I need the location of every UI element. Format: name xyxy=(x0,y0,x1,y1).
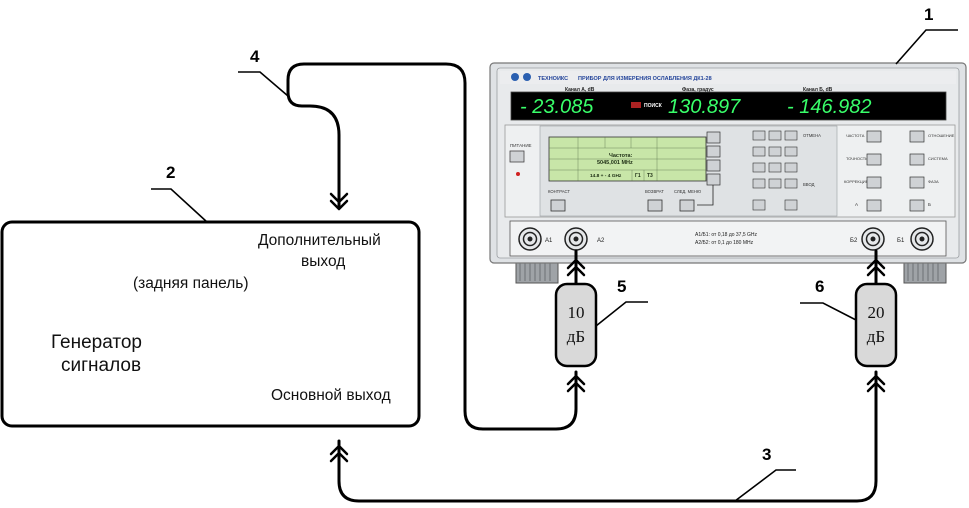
return-button[interactable] xyxy=(647,199,663,212)
freq-key-label: ЧАСТОТА xyxy=(846,133,865,138)
attenuator-20db-unit: дБ xyxy=(866,327,886,346)
b-key-label: Б xyxy=(928,202,931,207)
return-label: ВОЗВРАТ xyxy=(645,189,664,194)
power-label: ПИТАНИЕ xyxy=(510,143,532,148)
aux-output-label-line2: выход xyxy=(301,253,346,270)
power-led xyxy=(516,172,520,176)
phase-label: Фаза, градус xyxy=(682,87,714,93)
leader-2 xyxy=(151,188,208,223)
soft-key[interactable] xyxy=(706,159,721,172)
system-key[interactable] xyxy=(909,153,925,166)
port-a1-label: А1 xyxy=(545,238,553,244)
soft-key[interactable] xyxy=(706,131,721,144)
port-a2-label: А2 xyxy=(597,238,605,244)
ratio-key-label: ОТНОШЕНИЕ xyxy=(928,133,955,138)
port-b2-label: Б2 xyxy=(850,238,858,244)
lcd-frequency-title: Частота: xyxy=(609,153,633,159)
callout-2: 2 xyxy=(166,163,176,182)
keypad xyxy=(752,130,798,211)
generator-title-line2: сигналов xyxy=(61,355,142,376)
accuracy-key-label: ТОЧНОСТЬ xyxy=(846,156,868,161)
attenuator-10db-value: 10 xyxy=(567,303,585,322)
callout-5: 5 xyxy=(617,277,627,296)
leader-1 xyxy=(895,29,958,65)
soft-key[interactable] xyxy=(706,145,721,158)
callout-4: 4 xyxy=(250,47,260,66)
correction-key-label: КОРРЕКЦИЯ xyxy=(844,179,869,184)
lcd-t3: Т3 xyxy=(647,173,653,179)
next-menu-button[interactable] xyxy=(679,199,695,212)
brand-name: ТЕХНОИКС xyxy=(538,76,568,82)
lcd-t1: Г1 xyxy=(635,173,641,179)
aux-output-label-line1: Дополнительный xyxy=(258,232,381,249)
leader-4 xyxy=(238,71,289,97)
next-menu-label: СЛЕД. МЕНЮ xyxy=(674,189,702,194)
attenuator-10db-unit: дБ xyxy=(566,327,586,346)
power-button[interactable] xyxy=(509,150,525,163)
port-a1 xyxy=(518,227,542,251)
correction-key[interactable] xyxy=(866,176,882,189)
reading-channel-b: - 146.982 xyxy=(787,96,872,118)
arrow-into-aux-output xyxy=(329,192,349,204)
ratio-key[interactable] xyxy=(909,130,925,143)
frequency-key[interactable] xyxy=(866,130,882,143)
range-line-2: А2/Б2: от 0,1 до 180 MHz xyxy=(695,240,754,246)
arrow-port-b2-input xyxy=(866,258,886,270)
reading-channel-a: - 23.085 xyxy=(520,96,594,118)
callout-3: 3 xyxy=(762,445,772,464)
search-indicator: ПОИСК xyxy=(644,103,663,109)
range-line-1: А1/Б1: от 0,18 до 37,5 GHz xyxy=(695,232,758,238)
callout-6: 6 xyxy=(815,277,825,296)
leader-5 xyxy=(595,301,648,327)
attenuator-20db xyxy=(854,282,898,368)
contrast-label: КОНТРАСТ xyxy=(548,189,570,194)
contrast-button[interactable] xyxy=(550,199,566,212)
signal-generator-box xyxy=(0,220,421,428)
rear-panel-label: (задняя панель) xyxy=(133,275,249,292)
generator-title-line1: Генератор xyxy=(51,332,142,353)
attenuator-10db xyxy=(554,282,598,368)
display-window xyxy=(510,91,947,121)
a-key-label: А xyxy=(855,202,858,207)
measuring-instrument: ТЕХНОИКС ПРИБОР ДЛЯ ИЗМЕРЕНИЯ ОСЛАБЛЕНИЯ… xyxy=(489,62,967,284)
channel-b-label: Канал Б, dB xyxy=(803,87,833,93)
reading-phase: 130.897 xyxy=(668,96,741,118)
lcd-range: 14.8 + - 4 GHz xyxy=(590,173,622,179)
channel-b-key[interactable] xyxy=(909,199,925,212)
leader-3 xyxy=(734,469,796,502)
enter-label: ВВОД xyxy=(803,182,815,187)
channel-a-label: Канал А, dB xyxy=(565,87,595,93)
port-b1 xyxy=(910,227,934,251)
port-b1-label: Б1 xyxy=(897,238,905,244)
instrument-model-title: ПРИБОР ДЛЯ ИЗМЕРЕНИЯ ОСЛАБЛЕНИЯ ДК1-28 xyxy=(578,76,712,82)
arrow-from-main-output xyxy=(329,444,349,456)
arrow-attenuator5-input xyxy=(566,374,586,386)
arrow-attenuator6-input xyxy=(866,374,886,386)
cable-aux-to-port-a2 xyxy=(286,62,578,431)
leader-6 xyxy=(800,302,857,321)
accuracy-key[interactable] xyxy=(866,153,882,166)
system-key-label: СИСТЕМА xyxy=(928,156,948,161)
phase-key-label: ФАЗА xyxy=(928,179,939,184)
brand-logo-icon xyxy=(511,73,519,81)
channel-a-key[interactable] xyxy=(866,199,882,212)
arrow-port-a2-input xyxy=(566,258,586,270)
main-output-label: Основной выход xyxy=(271,387,391,404)
phase-key[interactable] xyxy=(909,176,925,189)
soft-key[interactable] xyxy=(706,173,721,186)
lcd-frequency-value: 5045,001 MHz xyxy=(597,160,633,166)
port-a2 xyxy=(564,227,588,251)
callout-1: 1 xyxy=(924,5,934,24)
attenuator-20db-value: 20 xyxy=(867,303,885,322)
port-b2 xyxy=(861,227,885,251)
cancel-label: ОТМЕНА xyxy=(803,133,821,138)
soft-keys xyxy=(706,131,721,186)
cable-3-main-output xyxy=(337,370,878,503)
